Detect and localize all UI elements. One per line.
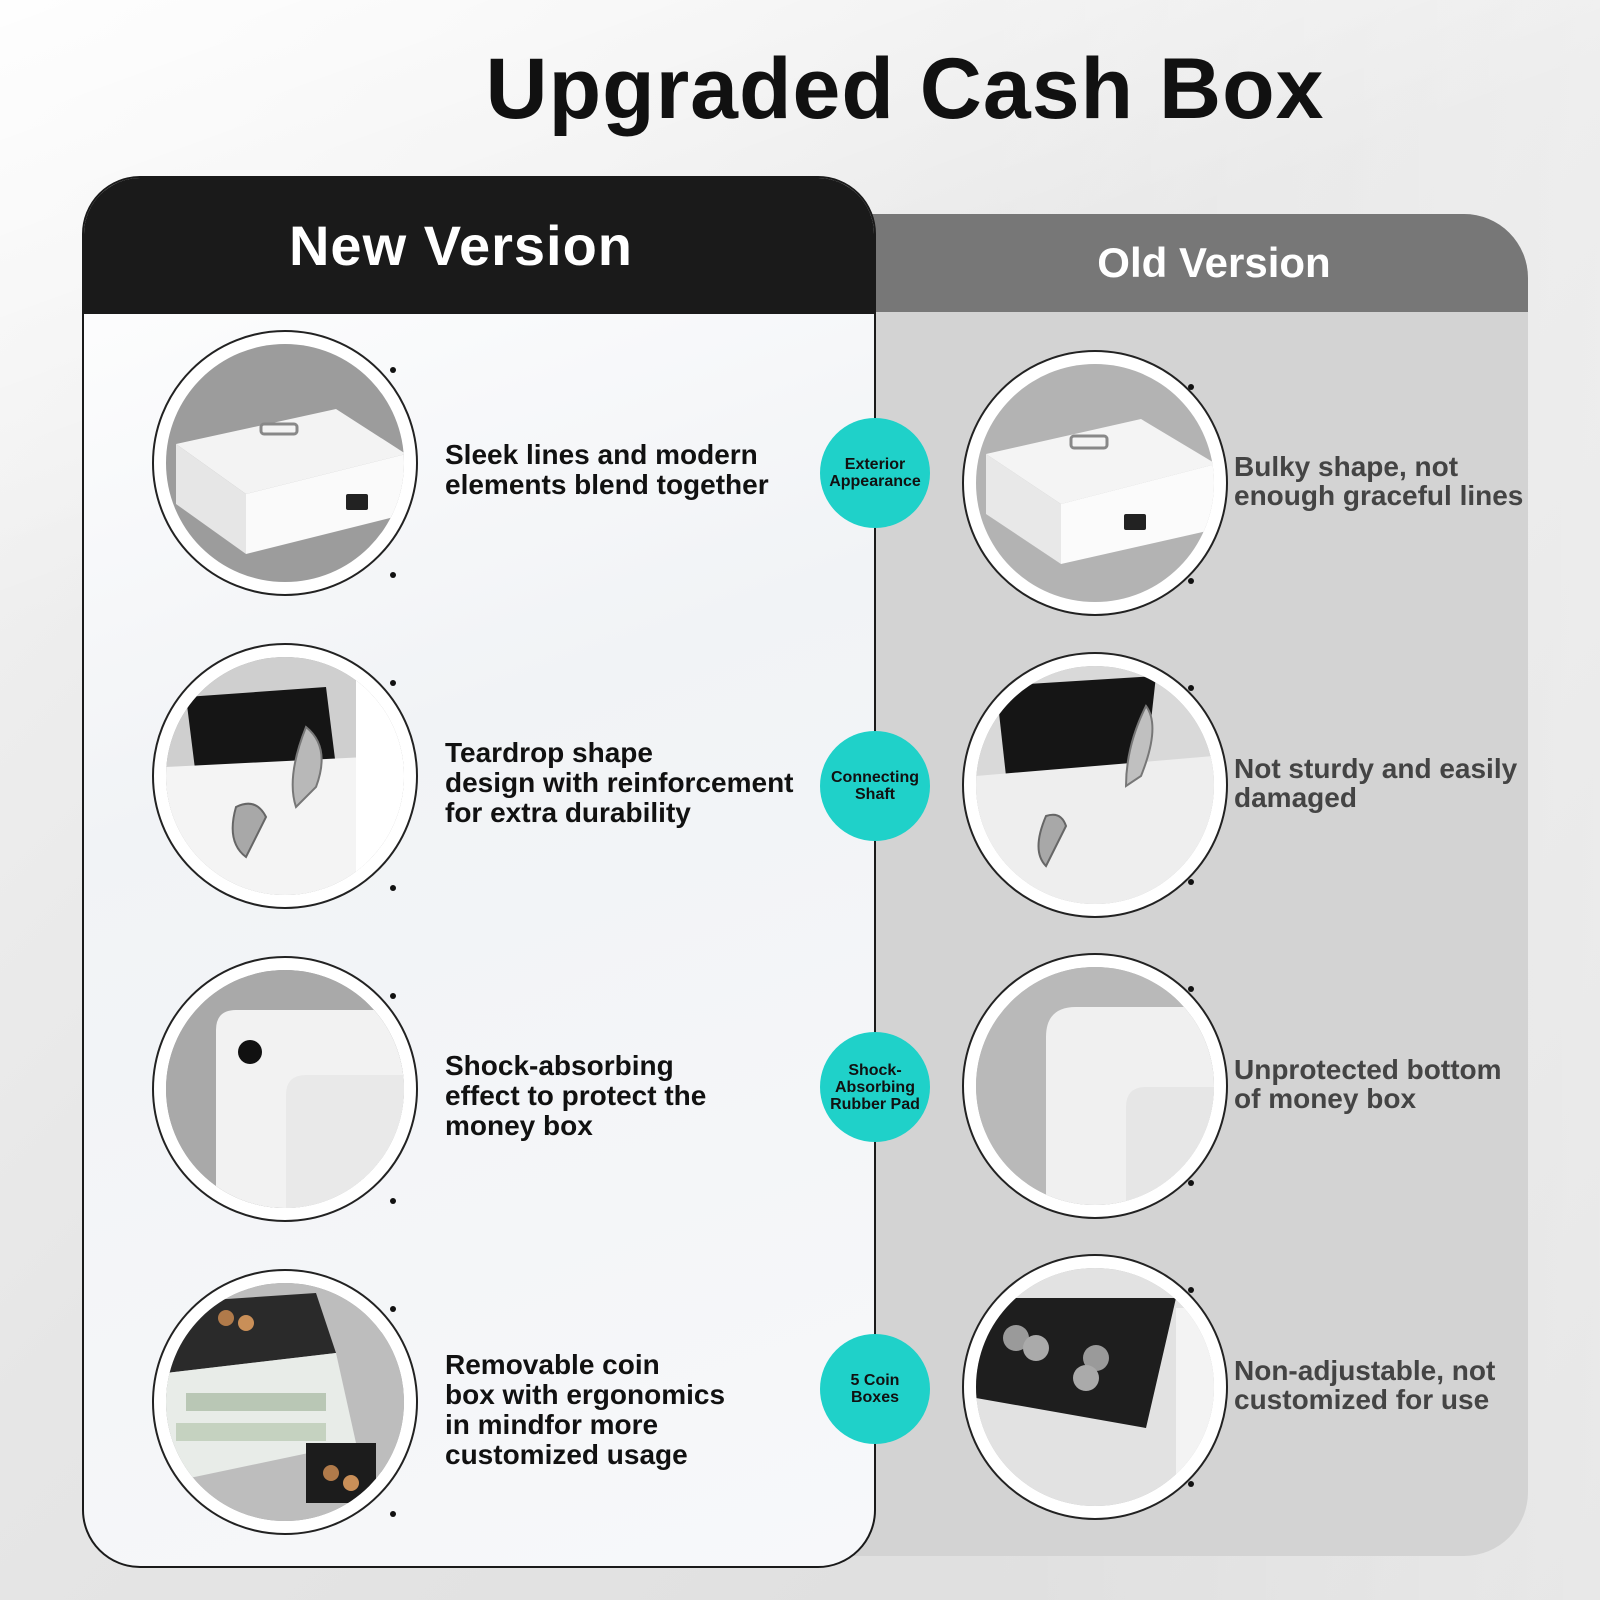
new-feature-text: Removable coin box with ergonomics in mi… xyxy=(445,1349,726,1470)
connector-dot xyxy=(390,367,396,373)
connector-dot xyxy=(390,680,396,686)
connector-dot xyxy=(390,1511,396,1517)
connector-dot xyxy=(1188,1481,1194,1487)
new-version-header xyxy=(84,178,874,314)
connector-dot xyxy=(1188,384,1194,390)
new-pad-photo xyxy=(152,956,418,1222)
old-exterior-photo xyxy=(962,350,1228,616)
new-exterior-photo xyxy=(152,330,418,596)
new-feature-text: Teardrop shape design with reinforcement… xyxy=(445,737,794,828)
badge-exterior-appearance: Exterior Appearance xyxy=(820,418,930,528)
old-feature-text: Bulky shape, not enough graceful lines xyxy=(1234,451,1524,511)
connector-dot xyxy=(1188,1180,1194,1186)
hinge-shaft-icon xyxy=(166,657,404,895)
new-coin-photo xyxy=(152,1269,418,1535)
new-shaft-photo xyxy=(152,643,418,909)
connector-dot xyxy=(390,1306,396,1312)
rubber-pad-icon xyxy=(166,970,404,1208)
box-corner-icon xyxy=(976,967,1214,1205)
coin-tray-icon xyxy=(166,1283,404,1521)
old-version-header xyxy=(820,214,1528,312)
old-feature-text: Unprotected bottom of money box xyxy=(1234,1054,1502,1114)
old-corner-photo xyxy=(962,953,1228,1219)
coin-tray-icon xyxy=(976,1268,1214,1506)
old-version-title: Old Version xyxy=(1097,239,1331,286)
cash-box-exterior-icon xyxy=(176,409,404,554)
old-coin-photo xyxy=(962,1254,1228,1520)
connector-dot xyxy=(390,885,396,891)
connector-dot xyxy=(1188,685,1194,691)
old-feature-text: Non-adjustable, not customized for use xyxy=(1234,1355,1496,1415)
connector-dot xyxy=(390,993,396,999)
badge-connecting-shaft: Connecting Shaft xyxy=(820,731,930,841)
old-shaft-photo xyxy=(962,652,1228,918)
connector-dot xyxy=(1188,1287,1194,1293)
connector-dot xyxy=(1188,879,1194,885)
new-feature-text: Shock-absorbing effect to protect the mo… xyxy=(445,1050,707,1141)
new-version-title: New Version xyxy=(288,214,634,277)
new-feature-text: Sleek lines and modern elements blend to… xyxy=(445,439,769,500)
hinge-shaft-icon xyxy=(976,666,1214,904)
cash-box-exterior-icon xyxy=(986,419,1214,564)
connector-dot xyxy=(1188,986,1194,992)
connector-dot xyxy=(1188,578,1194,584)
page-title: Upgraded Cash Box xyxy=(485,41,1325,137)
badge-rubber-pad: Shock- Absorbing Rubber Pad xyxy=(820,1032,930,1142)
connector-dot xyxy=(390,572,396,578)
connector-dot xyxy=(390,1198,396,1204)
badge-coin-boxes: 5 Coin Boxes xyxy=(820,1334,930,1444)
old-feature-text: Not sturdy and easily damaged xyxy=(1234,753,1518,813)
